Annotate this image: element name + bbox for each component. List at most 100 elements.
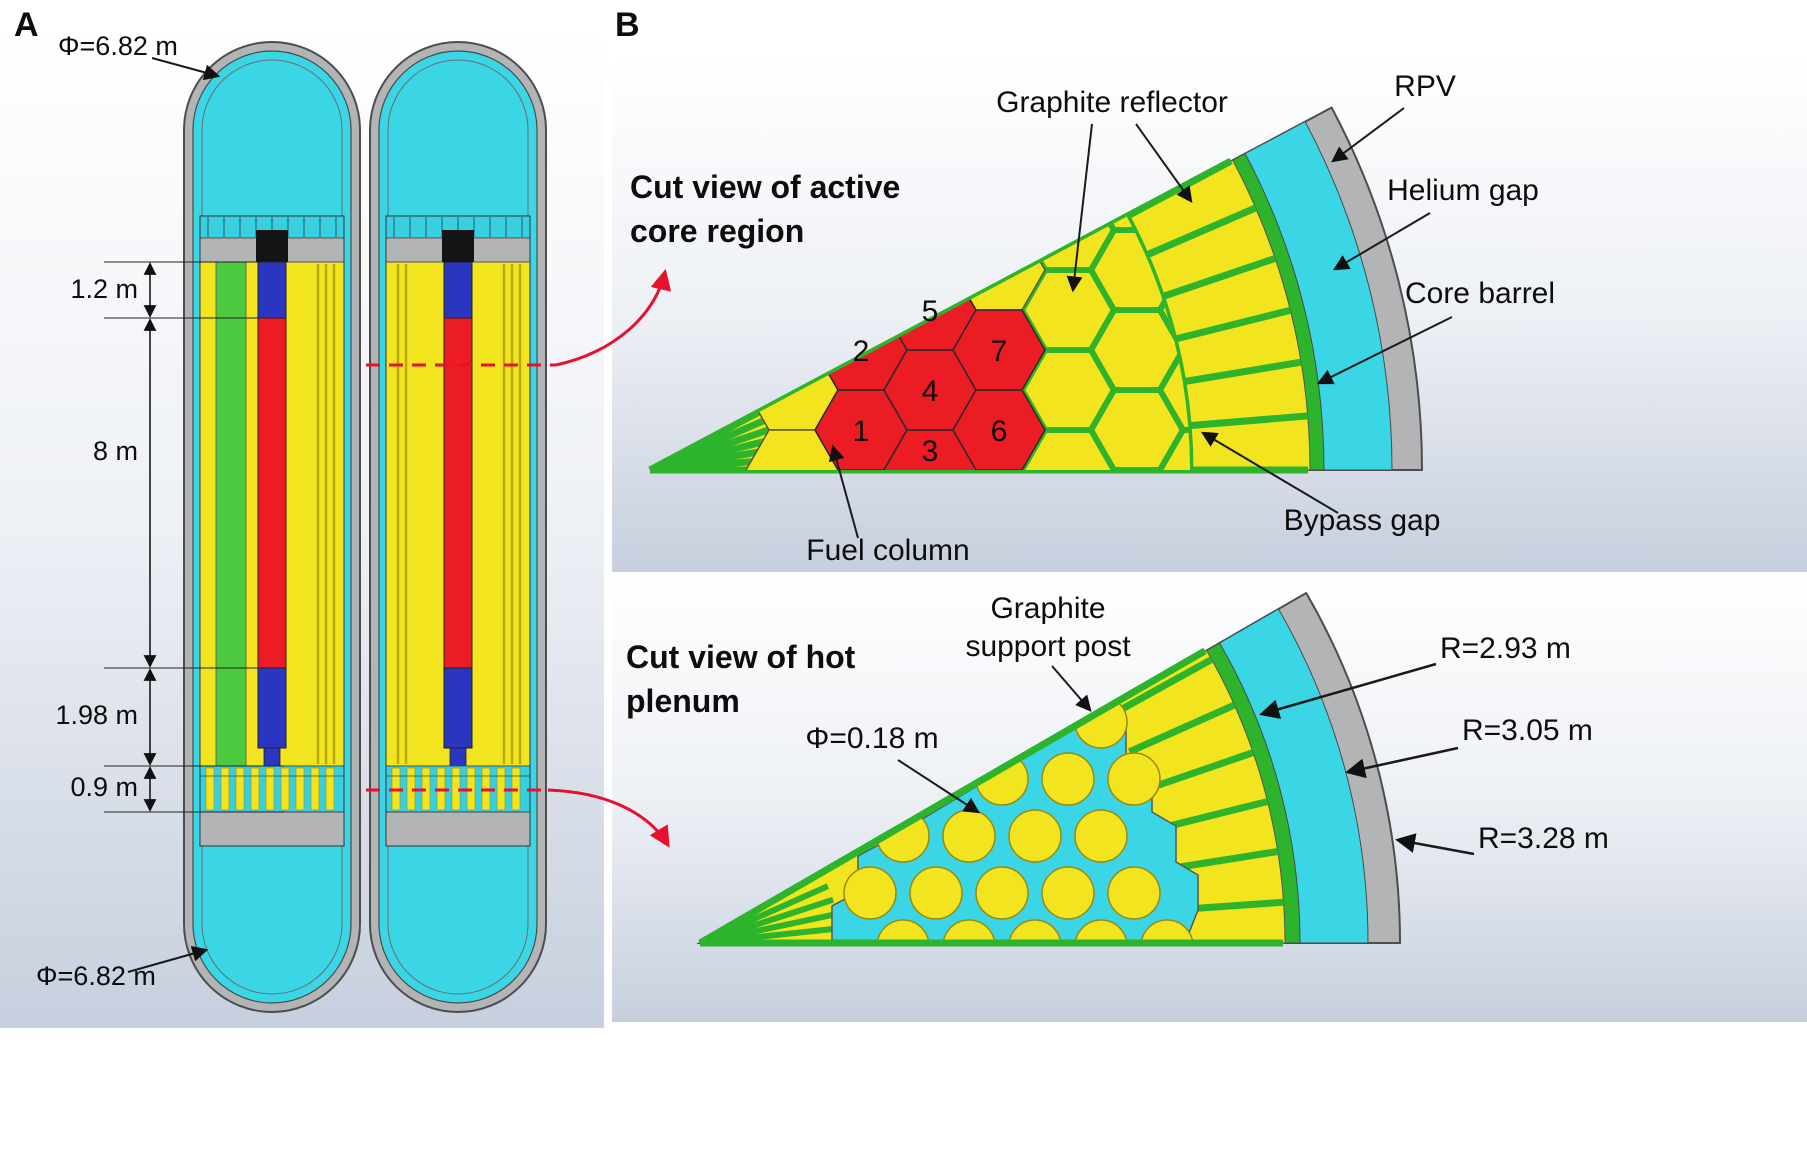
stripe xyxy=(250,767,260,811)
fuel-number-1: 1 xyxy=(853,415,870,448)
radius-inner-arrow xyxy=(1259,662,1437,719)
fuel-number-6: 6 xyxy=(991,415,1008,448)
support-post xyxy=(975,866,1029,920)
support-post xyxy=(1041,752,1095,806)
lower-stub xyxy=(449,747,467,767)
top-diameter-label: Φ=6.82 m xyxy=(58,31,178,61)
core-barrel-label: Core barrel xyxy=(1405,277,1555,310)
bypass-gap-arrow xyxy=(1200,431,1339,514)
support-post xyxy=(1107,752,1161,806)
control-drive-cap xyxy=(442,230,474,262)
stripe xyxy=(295,767,305,811)
witness-lines xyxy=(104,261,284,813)
panel-b-letter: B xyxy=(615,6,640,44)
plenum-title-line2: plenum xyxy=(626,683,740,719)
support-post-stripes xyxy=(391,767,521,811)
upper-height-label: 1.2 m xyxy=(70,274,138,304)
control-drive-cap xyxy=(256,230,288,262)
gap-line xyxy=(1187,412,1309,430)
internals-outline xyxy=(385,215,531,847)
fuel-hexagon-7 xyxy=(952,309,1046,391)
dimension-annotations: Φ=6.82 m 1.2 m 8 m 1.98 m 0.9 m Φ=6.82 m xyxy=(36,31,284,991)
upper-reflector-segment xyxy=(443,261,473,319)
radius-mid-label: R=3.05 m xyxy=(1462,714,1593,747)
gap-line xyxy=(1109,656,1214,719)
core-barrel-arrow xyxy=(1316,316,1453,385)
top-diameter-arrow xyxy=(151,57,221,81)
helium-gap-label: Helium gap xyxy=(1387,174,1539,207)
core-view-title-line1: Cut view of active xyxy=(630,169,900,205)
reflector-hexagon xyxy=(1156,427,1190,470)
radius-inner-label: R=2.93 m xyxy=(1440,632,1571,665)
active-fuel-column xyxy=(443,317,473,669)
core-cut-arrow xyxy=(555,268,672,367)
lower-height-label: 1.98 m xyxy=(55,700,138,730)
column-joints xyxy=(316,264,336,764)
helium-gap-arrow xyxy=(1332,212,1431,271)
support-post xyxy=(1008,919,1062,943)
reflector-hexagon xyxy=(745,429,839,470)
support-post xyxy=(942,919,996,943)
stripe xyxy=(325,767,335,811)
radius-outer-label: R=3.28 m xyxy=(1478,822,1609,855)
bottom-support-plate xyxy=(199,811,345,847)
gap-line xyxy=(1182,358,1302,386)
fuel-column-label: Fuel column xyxy=(806,534,969,567)
sector-edges xyxy=(698,647,1283,947)
support-post xyxy=(1074,919,1128,943)
fuel-number-2: 2 xyxy=(853,335,870,368)
support-post xyxy=(1008,809,1062,863)
stripe xyxy=(235,767,245,811)
graphite-reflector-arrow-2 xyxy=(1135,123,1193,203)
column-joints xyxy=(396,264,522,764)
lower-reflector-segment xyxy=(443,667,473,749)
upper-reflector-segment xyxy=(257,261,287,319)
active-fuel-column xyxy=(257,317,287,669)
plenum-arrows xyxy=(897,662,1475,856)
section-cut-indicators xyxy=(366,268,672,848)
support-post xyxy=(1041,866,1095,920)
stripe xyxy=(280,767,290,811)
radius-mid-arrow xyxy=(1345,746,1459,779)
stripe xyxy=(265,767,275,811)
fuel-number-3: 3 xyxy=(922,435,939,468)
radius-outer-arrow xyxy=(1395,833,1475,856)
support-post xyxy=(942,809,996,863)
stripe xyxy=(220,767,230,811)
fuel-number-7: 7 xyxy=(991,335,1008,368)
gap-line xyxy=(1173,306,1292,343)
control-column xyxy=(215,261,247,767)
graphite-reflector-arrow-1 xyxy=(1066,123,1093,293)
lower-reflector-segment xyxy=(257,667,287,749)
reactor-vessel-left xyxy=(183,41,361,1013)
gap-edge-top xyxy=(648,157,1233,474)
panel-b-plenum-view: Cut view of hot plenum Graphite support … xyxy=(626,591,1609,947)
support-post-label-line2: support post xyxy=(965,630,1131,663)
rpv-label: RPV xyxy=(1394,70,1456,103)
core-view-arrows xyxy=(828,107,1453,539)
core-view-title-line2: core region xyxy=(630,213,804,249)
lower-stub xyxy=(263,747,281,767)
panel-a-letter: A xyxy=(14,6,39,44)
gap-line xyxy=(1144,204,1258,259)
support-post xyxy=(876,919,930,943)
fuel-number-5: 5 xyxy=(922,295,939,328)
plenum-height-label: 0.9 m xyxy=(70,772,138,802)
bypass-gap-label: Bypass gap xyxy=(1284,504,1441,537)
panel-a: Φ=6.82 m 1.2 m 8 m 1.98 m 0.9 m Φ=6.82 m xyxy=(36,31,547,1013)
fuel-numbers: 1 2 3 4 5 6 7 xyxy=(853,295,1008,468)
fuel-number-4: 4 xyxy=(922,375,939,408)
post-diameter-label: Φ=0.18 m xyxy=(805,722,938,755)
plenum-cut-arrow xyxy=(547,788,670,848)
fuel-column-arrow xyxy=(828,444,859,539)
gap-line xyxy=(1160,255,1277,301)
support-post xyxy=(1074,809,1128,863)
stripe xyxy=(496,767,506,811)
bottom-diameter-label: Φ=6.82 m xyxy=(36,961,156,991)
support-post-label-line1: Graphite xyxy=(990,592,1105,625)
bottom-diameter-arrow xyxy=(127,945,209,973)
stripe xyxy=(310,767,320,811)
support-post-stripes xyxy=(205,767,335,811)
